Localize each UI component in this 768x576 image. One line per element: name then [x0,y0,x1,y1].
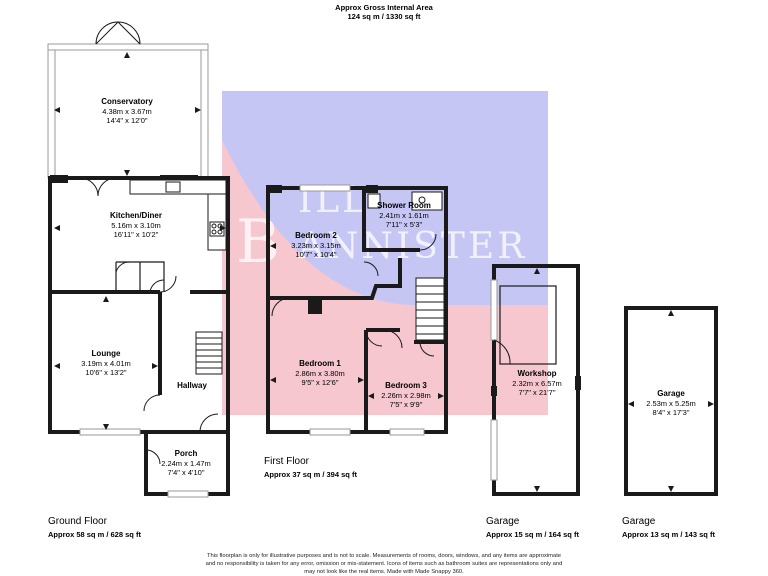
conservatory-glass-right [200,45,209,179]
workshop-bench [499,285,557,365]
shower-name: Shower Room [377,201,431,210]
room-bedroom2: Bedroom 2 3.23m x 3.15m 10'7" x 10'4" [291,231,341,259]
first-floor-name: First Floor [264,456,310,467]
conservatory-imperial: 14'4" x 12'0" [106,116,147,125]
hallway-name: Hallway [177,381,207,390]
garage-plan [624,306,718,496]
ground-stairs-icon [195,331,223,375]
workshop-plan [490,264,581,496]
shower-metric: 2.41m x 1.61m [379,211,429,220]
first-floor-walls [266,186,448,434]
porch-window [167,490,209,498]
watermark-initial: B [236,207,280,277]
porch-name: Porch [175,449,198,458]
conservatory-glass-top [47,43,209,51]
kitchen-imperial: 16'11" x 10'2" [114,230,159,239]
room-lounge: Lounge 3.19m x 4.01m 10'6" x 13'2" [81,349,131,377]
disclaimer-line-2: and no responsibility is taken for any e… [206,561,563,567]
toilet-icon [367,193,381,209]
porch-imperial: 7'4" x 4'10" [168,468,205,477]
workshop-metric: 2.32m x 6.57m [512,379,562,388]
watermark-text-2: ANNISTER [297,226,527,267]
garage-imperial: 8'4" x 17'3" [653,408,690,417]
room-conservatory: Conservatory 4.38m x 3.67m 14'4" x 12'0" [101,97,153,125]
room-workshop: Workshop 2.32m x 6.57m 7'7" x 21'7" [512,369,562,397]
garage-floor-area: Approx 13 sq m / 143 sq ft [622,530,715,539]
workshop-floor-name: Garage [486,516,520,527]
room-kitchen: Kitchen/Diner 5.16m x 3.10m 16'11" x 10'… [110,211,162,239]
disclaimer-line-1: This floorplan is only for illustrative … [207,553,561,559]
room-shower: Shower Room 2.41m x 1.61m 7'11" x 5'3" [377,201,431,229]
kitchen-door-left-icon [79,177,99,197]
sink-icon [165,181,181,193]
lounge-window [79,428,141,436]
ground-floor-name: Ground Floor [48,516,108,527]
kitchen-name: Kitchen/Diner [110,211,162,220]
lounge-metric: 3.19m x 4.01m [81,359,131,368]
bedroom1-metric: 2.86m x 3.80m [295,369,345,378]
bedroom3-name: Bedroom 3 [385,381,427,390]
room-bedroom1: Bedroom 1 2.86m x 3.80m 9'5" x 12'6" [295,359,345,387]
garage-name: Garage [657,389,685,398]
kitchen-metric: 5.16m x 3.10m [111,221,161,230]
ground-floor-area: Approx 58 sq m / 628 sq ft [48,530,141,539]
header-area: 124 sq m / 1330 sq ft [348,12,421,21]
conservatory-name: Conservatory [101,97,153,106]
room-garage: Garage 2.53m x 5.25m 8'4" x 17'3" [646,389,696,417]
lounge-door-icon [159,275,177,293]
watermark-top-band [222,91,548,305]
first-stairs-icon [415,277,445,341]
room-porch: Porch 2.24m x 1.47m 7'4" x 4'10" [161,449,211,477]
bedroom3-imperial: 7'5" x 9'9" [390,400,423,409]
conservatory-door-left-icon [95,21,119,45]
workshop-walls [492,264,580,496]
bedroom2-name: Bedroom 2 [295,231,337,240]
workshop-imperial: 7'7" x 21'7" [519,388,556,397]
kitchen-door-right-icon [97,177,117,197]
bedroom1-name: Bedroom 1 [299,359,341,368]
conservatory-glass-left [47,45,56,179]
workshop-name: Workshop [518,369,557,378]
conservatory-metric: 4.38m x 3.67m [102,107,152,116]
disclaimer-line-3: may not look like the real items. Made w… [304,569,464,575]
garage-metric: 2.53m x 5.25m [646,399,696,408]
shower-tray-icon [411,191,443,211]
dimension-arrows [54,52,714,492]
garage-floor-name: Garage [622,516,656,527]
ground-floor-plan [47,21,230,498]
workshop-floor-area: Approx 15 sq m / 164 sq ft [486,530,579,539]
shower-imperial: 7'11" x 5'3" [386,220,423,229]
room-bedroom3: Bedroom 3 2.26m x 2.98m 7'5" x 9'9" [381,381,431,409]
conservatory-door-right-icon [117,21,141,45]
lounge-imperial: 10'6" x 13'2" [85,368,126,377]
porch-metric: 2.24m x 1.47m [161,459,211,468]
bedroom2-imperial: 10'7" x 10'4" [295,250,336,259]
garage-walls [624,306,718,496]
bedroom1-imperial: 9'5" x 12'6" [302,378,339,387]
first-floor-plan [266,184,448,436]
watermark: B ILL ANNISTER [222,91,548,415]
header-title: Approx Gross Internal Area [335,3,433,12]
first-floor-area: Approx 37 sq m / 394 sq ft [264,470,357,479]
bedroom2-metric: 3.23m x 3.15m [291,241,341,250]
lounge-name: Lounge [92,349,121,358]
bedroom3-metric: 2.26m x 2.98m [381,391,431,400]
